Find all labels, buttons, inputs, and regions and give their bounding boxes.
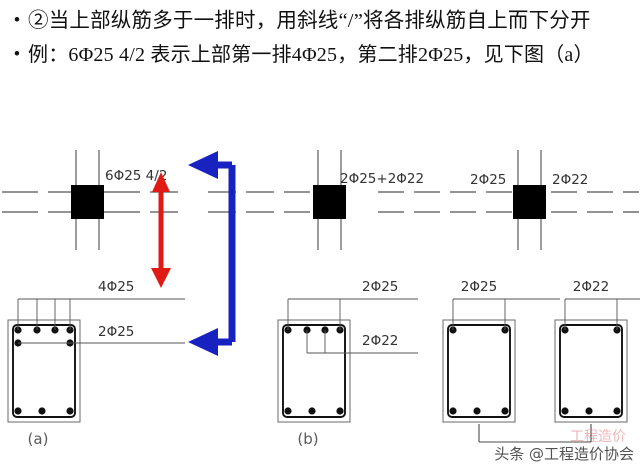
blue-bracket-arrow xyxy=(188,151,236,356)
beam-elevation: 6Φ25 4/2 2Φ25+2Φ22 2Φ25 2Φ22 xyxy=(2,150,639,250)
column-left xyxy=(71,150,104,250)
bullet-item-1: • ②当上部纵筋多于一排时，用斜线“/”将各排纵筋自上而下分开 xyxy=(6,6,634,36)
bullet-marker-icon: • xyxy=(13,44,21,65)
rebar-dot xyxy=(14,407,22,415)
callout-d-top: 2Φ22 xyxy=(573,279,609,295)
section-b: 2Φ25 2Φ22 (b) xyxy=(277,279,418,448)
callout-b-second: 2Φ22 xyxy=(362,333,398,349)
rebar-dot xyxy=(303,326,311,334)
rebar-dot xyxy=(321,326,329,334)
rebar-dot xyxy=(613,407,621,415)
callout-a-top: 4Φ25 xyxy=(98,279,134,295)
section-c-outline xyxy=(442,319,516,423)
blue-arrow-head-top xyxy=(188,151,218,179)
section-b-caption: (b) xyxy=(297,430,318,448)
rebar-dot xyxy=(284,407,292,415)
rebar-dot xyxy=(501,407,509,415)
label-right-beam-right: 2Φ22 xyxy=(552,172,588,188)
section-b-outline xyxy=(277,319,351,423)
red-arrow-head-down xyxy=(151,268,171,288)
bullet-text-2: 例：6Φ25 4/2 表示上部第一排4Φ25，第二排2Φ25，见下图（a） xyxy=(28,44,594,66)
bullet-text-1: ②当上部纵筋多于一排时，用斜线“/”将各排纵筋自上而下分开 xyxy=(28,10,591,32)
bullet-item-2: • 例：6Φ25 4/2 表示上部第一排4Φ25，第二排2Φ25，见下图（a） xyxy=(6,40,634,70)
rebar-dot xyxy=(38,407,46,415)
rebar-diagram: .thin { stroke:#4b4b4b; stroke-width:1.1… xyxy=(0,140,640,467)
blue-arrow-head-bottom xyxy=(188,328,218,356)
section-d-outline xyxy=(554,319,628,423)
column-middle xyxy=(313,150,346,250)
callout-c-top: 2Φ25 xyxy=(461,279,497,295)
section-group-bracket xyxy=(478,424,592,443)
rebar-dot xyxy=(585,407,593,415)
red-arrow-head-up xyxy=(152,172,170,192)
rebar-dot xyxy=(66,407,74,415)
rebar-dot xyxy=(473,407,481,415)
column-right-block xyxy=(513,185,546,219)
column-left-block xyxy=(71,185,104,219)
rebar-diagram-svg: .thin { stroke:#4b4b4b; stroke-width:1.1… xyxy=(2,150,640,448)
label-mid-beam: 2Φ25+2Φ22 xyxy=(340,171,424,187)
column-right xyxy=(513,150,546,250)
section-d-stirrup xyxy=(559,324,623,418)
red-double-arrow xyxy=(151,172,171,288)
section-a-stirrup xyxy=(12,324,76,418)
section-d: 2Φ22 xyxy=(554,279,640,423)
label-left-beam: 6Φ25 4/2 xyxy=(105,168,167,184)
rebar-dot xyxy=(561,407,569,415)
callout-a-second: 2Φ25 xyxy=(98,324,134,340)
rebar-dot xyxy=(308,407,316,415)
section-a-outline xyxy=(7,319,81,423)
section-c-stirrup xyxy=(447,324,511,418)
section-a-caption: (a) xyxy=(28,430,49,448)
section-c: 2Φ25 xyxy=(442,279,560,423)
label-right-beam-left: 2Φ25 xyxy=(470,172,506,188)
slide-text-block: • ②当上部纵筋多于一排时，用斜线“/”将各排纵筋自上而下分开 • 例：6Φ25… xyxy=(0,0,640,140)
section-b-stirrup xyxy=(282,324,346,418)
rebar-dot xyxy=(336,407,344,415)
bullet-marker-icon: • xyxy=(13,10,21,31)
watermark: 头条 @工程造价协会 xyxy=(494,445,634,463)
section-a: 4Φ25 2Φ25 (a) xyxy=(7,279,185,448)
rebar-dot xyxy=(449,407,457,415)
column-middle-block xyxy=(313,185,346,219)
callout-b-top: 2Φ25 xyxy=(362,279,398,295)
